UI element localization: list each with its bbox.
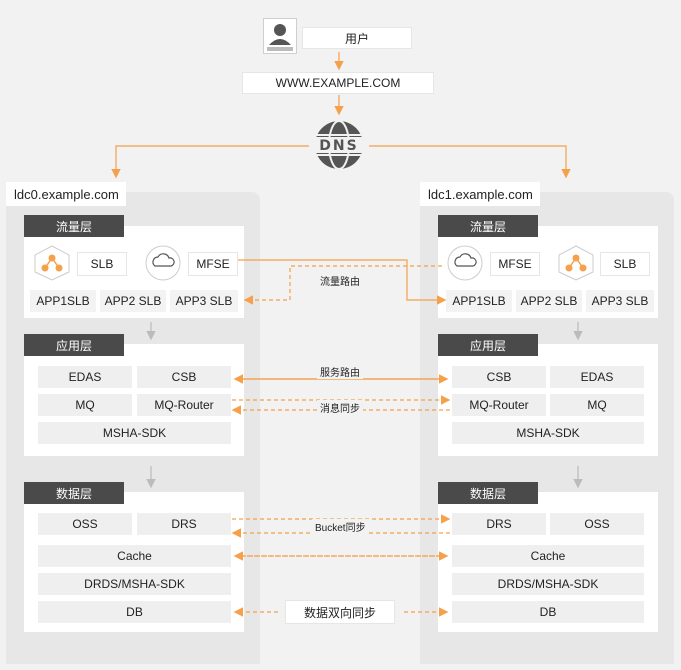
left-data-tag: 数据层 [24,482,124,504]
left-oss: OSS [38,513,132,535]
left-drs: DRS [137,513,231,535]
right-datacenter-title: ldc1.example.com [420,182,540,206]
user-avatar [263,18,297,54]
left-drds-msha-sdk: DRDS/MSHA-SDK [38,573,231,595]
left-db: DB [38,601,231,623]
left-cache: Cache [38,545,231,567]
dns-text: DNS [319,138,358,154]
traffic-route-lines [238,259,447,305]
right-cache: Cache [452,545,644,567]
left-app3slb: APP3 SLB [170,290,238,312]
right-traffic-tag: 流量层 [438,215,538,237]
user-icon [264,19,296,53]
layer-arrows [146,322,583,489]
right-csb: CSB [452,366,546,388]
slb-icon [34,245,70,281]
left-traffic-tag: 流量层 [24,215,124,237]
right-msha-sdk: MSHA-SDK [452,422,644,444]
user-label: 用户 [302,27,412,49]
mfse-icon [145,245,181,281]
left-slb-label: SLB [77,252,127,276]
right-slb-label: SLB [600,252,650,276]
dns-globe-icon: DNS [313,120,365,170]
right-db: DB [452,601,644,623]
left-app2slb: APP2 SLB [100,290,166,312]
traffic-route-label: 流量路由 [317,273,363,288]
left-msha-sdk: MSHA-SDK [38,422,231,444]
dns-globe: DNS [311,117,367,173]
right-drs: DRS [452,513,546,535]
left-slb-icon-wrap [32,244,72,282]
right-slb-icon-wrap [556,244,596,282]
right-mq: MQ [550,394,644,416]
slb-icon [558,245,594,281]
left-mq-router: MQ-Router [137,394,231,416]
left-app1slb: APP1SLB [30,290,96,312]
top-connectors [111,52,571,179]
right-app3slb: APP3 SLB [586,290,654,312]
service-route-label: 服务路由 [317,364,363,379]
left-csb: CSB [137,366,231,388]
bucket-sync-label: Bucket同步 [312,519,369,534]
right-mfse-icon-wrap [444,244,486,282]
right-oss: OSS [550,513,644,535]
mfse-icon [447,245,483,281]
right-data-tag: 数据层 [438,482,538,504]
left-edas: EDAS [38,366,132,388]
left-app-tag: 应用层 [24,334,124,356]
right-mq-router: MQ-Router [452,394,546,416]
right-app1slb: APP1SLB [446,290,512,312]
left-mq: MQ [38,394,132,416]
right-app-tag: 应用层 [438,334,538,356]
message-sync-label: 消息同步 [317,400,363,415]
right-app2slb: APP2 SLB [516,290,582,312]
right-drds-msha-sdk: DRDS/MSHA-SDK [452,573,644,595]
left-datacenter-title: ldc0.example.com [6,182,126,206]
domain-box: WWW.EXAMPLE.COM [242,72,434,94]
left-mfse-icon-wrap [142,244,184,282]
data-sync-label: 数据双向同步 [285,600,395,624]
left-mfse-label: MFSE [188,252,238,276]
right-mfse-label: MFSE [490,252,540,276]
right-edas: EDAS [550,366,644,388]
